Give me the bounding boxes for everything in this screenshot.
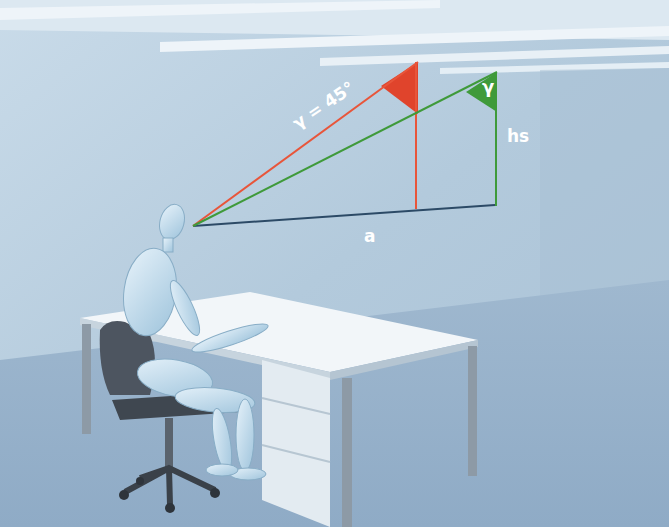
angle-wedge-green [466, 72, 497, 112]
desk-leg [82, 324, 91, 434]
ceiling-light [0, 0, 440, 20]
chair-column [165, 418, 173, 468]
floor [0, 280, 669, 527]
sight-line-red [193, 62, 418, 226]
drawer-unit [262, 360, 330, 527]
height-label: hs [507, 128, 529, 145]
chair-wheel [210, 488, 220, 498]
desk-leg [468, 346, 477, 476]
height-line-red [415, 62, 417, 209]
chair-wheel [136, 477, 144, 485]
mannequin [118, 202, 270, 480]
sight-line-green [193, 72, 497, 226]
height-line-green [495, 72, 497, 206]
chair-wheel [165, 503, 175, 513]
distance-label: a [364, 228, 375, 245]
angle-wedge-red [381, 62, 418, 114]
drawer-line [262, 398, 330, 414]
angle-symbol: γ [482, 78, 494, 96]
chair-base [125, 468, 215, 505]
horizontal-distance-line [193, 205, 495, 226]
desk-edge [330, 340, 478, 380]
drawer-line [262, 445, 330, 462]
ceiling-light [320, 46, 669, 66]
chair-wheel [119, 490, 129, 500]
ceiling-light [160, 26, 669, 52]
desk-leg [342, 378, 352, 527]
